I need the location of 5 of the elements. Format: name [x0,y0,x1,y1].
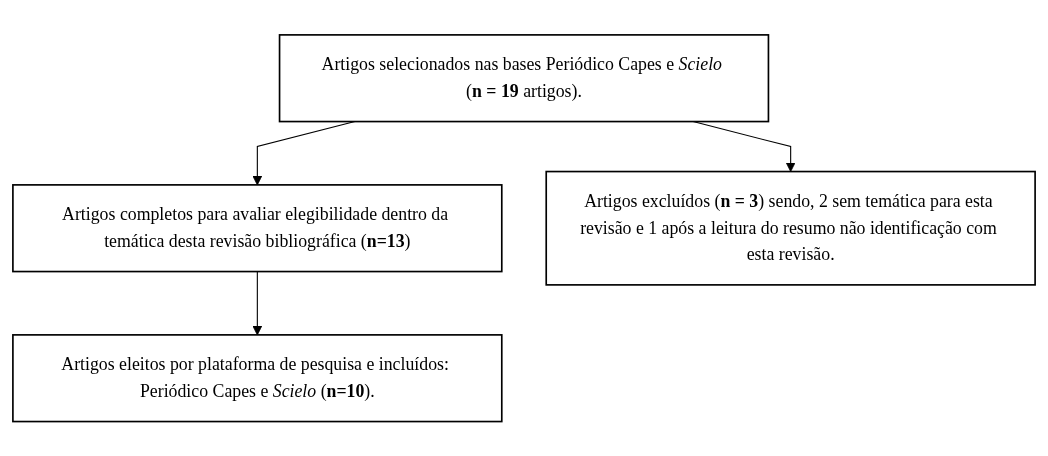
node-box: Artigos completos para avaliar elegibilidade dentro da temática desta revisão bibliográfica (n=13) [12,183,503,273]
node-box: Artigos eleitos por plataforma de pesquisa e incluídos: Periódico Capes e Scielo (n=10). [12,333,503,423]
arrow [252,270,263,336]
node-box: Artigos excluídos (n = 3) sendo, 2 sem temática para esta revisão e 1 após a leitura do resumo não identificação com esta revisão. [545,170,1036,286]
node-box: Artigos selecionados nas bases Periódico Capes e Scielo (n = 19 artigos). [278,33,770,123]
